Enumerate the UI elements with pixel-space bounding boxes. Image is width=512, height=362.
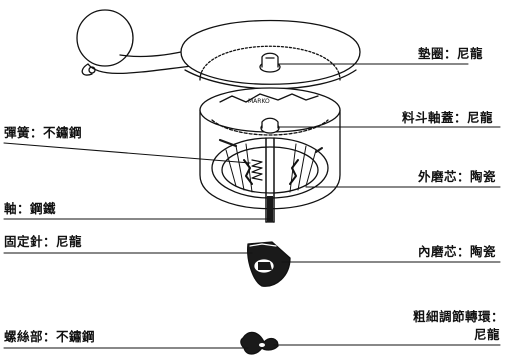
label-adjuster-line1: 粗細調節轉環：: [412, 309, 504, 324]
crank-handle: [76, 9, 193, 76]
label-gasket: 墊圈：尼龍: [418, 46, 484, 61]
label-fixing-pin: 固定針：尼龍: [4, 234, 83, 249]
svg-text:MARKO: MARKO: [248, 98, 270, 105]
label-shaft: 軸：鋼鐵: [4, 201, 57, 216]
label-inner-burr: 內磨芯：陶瓷: [418, 244, 497, 259]
label-hopper-cover: 料斗軸蓋：尼龍: [402, 110, 494, 125]
label-outer-burr: 外磨芯：陶瓷: [418, 169, 497, 184]
label-screw: 螺絲部：不鏽鋼: [4, 329, 96, 344]
label-spring: 彈簧：不鏽鋼: [4, 125, 83, 140]
wing-screw: [240, 331, 279, 355]
inner-burr: [247, 241, 291, 287]
leader-lines: [3, 63, 501, 349]
leader-spring: [3, 142, 251, 164]
lid: [180, 19, 361, 90]
grinder-body: MARKO: [199, 87, 341, 223]
label-adjuster-line2: 尼龍: [473, 327, 500, 342]
